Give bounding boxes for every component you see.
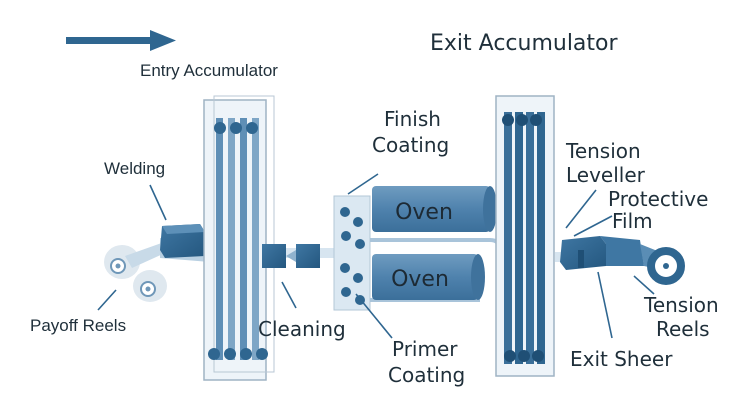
tension-reels-label-1: Tension [643, 293, 719, 317]
welding-label: Welding [104, 159, 165, 178]
entry-accumulator [203, 95, 275, 381]
finish-coating-label-1: Finish [384, 107, 441, 131]
cleaning-label: Cleaning [258, 317, 346, 341]
exit-section [560, 236, 685, 285]
welding-unit [160, 224, 205, 258]
exit-sheer-label: Exit Sheer [570, 347, 673, 371]
coating-housing [333, 195, 371, 311]
cleaning-unit [262, 244, 320, 268]
tension-reels-label-2: Reels [656, 317, 710, 341]
exit-accumulator [495, 95, 555, 377]
leader-lines [97, 173, 655, 339]
tension-leveller-label-2: Leveller [566, 163, 646, 187]
primer-coating-label-2: Coating [388, 363, 465, 387]
oven-bottom-label: Oven [391, 267, 449, 292]
oven-bottom: Oven [372, 254, 485, 300]
payoff-reels-label: Payoff Reels [30, 316, 126, 335]
oven-top: Oven [372, 186, 497, 232]
protective-film-label-2: Film [612, 209, 653, 233]
oven-top-label: Oven [395, 200, 453, 225]
finish-coating-label-2: Coating [372, 133, 449, 157]
arrow-right-icon [66, 30, 176, 51]
exit-accumulator-label: Exit Accumulator [430, 31, 619, 56]
entry-accumulator-label: Entry Accumulator [140, 61, 278, 80]
primer-coating-label-1: Primer [392, 337, 458, 361]
tension-leveller-label-1: Tension [565, 139, 641, 163]
protective-film-label-1: Protective [608, 187, 708, 211]
